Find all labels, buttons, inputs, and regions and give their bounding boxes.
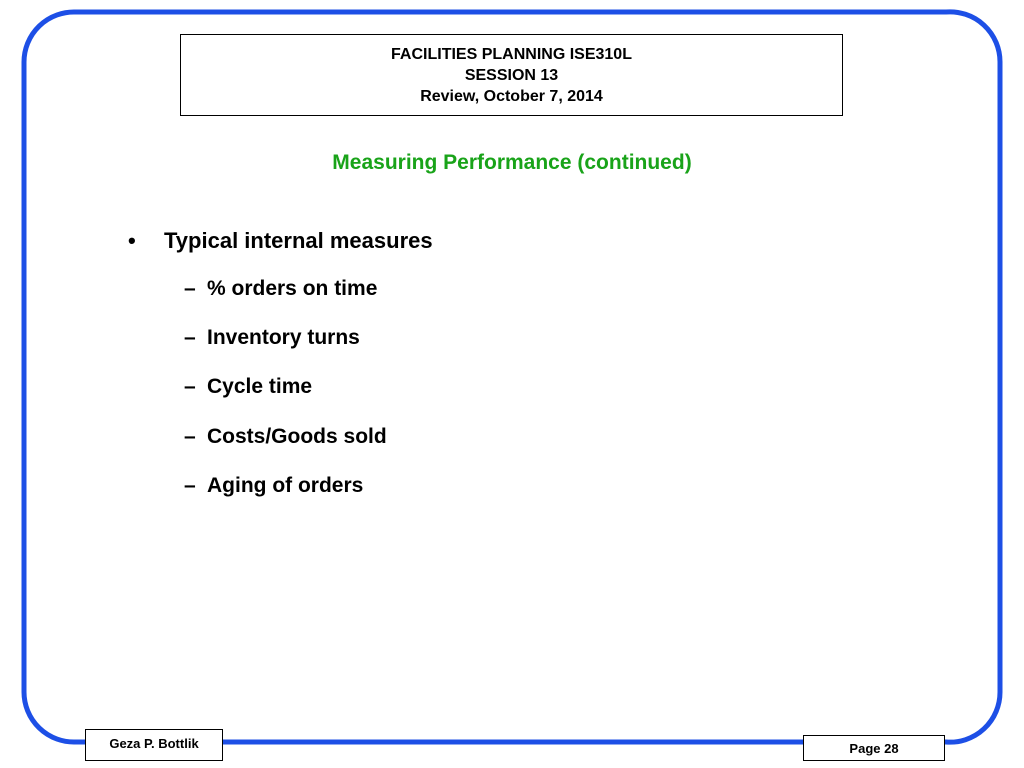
session-date: Review, October 7, 2014: [420, 87, 603, 105]
dash-icon: –: [184, 375, 196, 399]
footer-page-number: Page 28: [849, 740, 899, 756]
dash-icon: –: [184, 473, 196, 497]
sub-bullet-text: Costs/Goods sold: [207, 424, 387, 448]
sub-bullet-text: Cycle time: [207, 375, 313, 399]
dash-icon: –: [184, 424, 196, 448]
footer-page-box: Page 28: [803, 735, 945, 761]
dash-icon: –: [184, 326, 196, 350]
slide-heading: Measuring Performance (continued): [332, 151, 692, 174]
sub-bullet-text: % orders on time: [207, 277, 378, 300]
course-title: FACILITIES PLANNING ISE310L: [391, 45, 632, 63]
bullet-main-text: Typical internal measures: [164, 228, 433, 253]
session-label: SESSION 13: [464, 66, 559, 84]
footer-author-box: Geza P. Bottlik: [85, 729, 223, 761]
bullet-dot-icon: •: [128, 228, 136, 253]
title-box: FACILITIES PLANNING ISE310L SESSION 13 R…: [180, 34, 843, 116]
sub-bullet-text: Inventory turns: [207, 326, 360, 350]
dash-icon: –: [184, 277, 196, 300]
footer-author: Geza P. Bottlik: [109, 735, 199, 751]
sub-bullet-text: Aging of orders: [207, 473, 364, 497]
